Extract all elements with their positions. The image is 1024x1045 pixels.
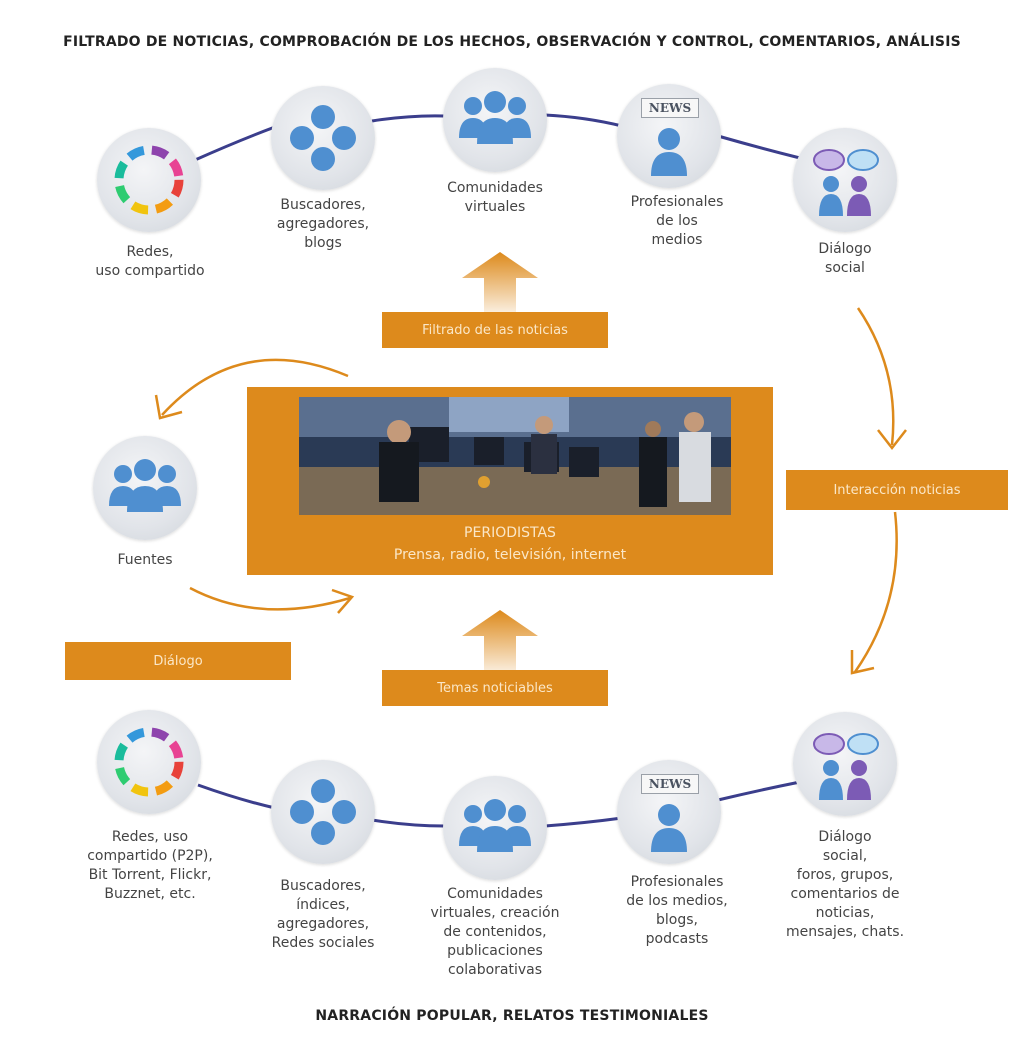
arrow-curve-right-bottom	[853, 511, 898, 673]
bottom-connector-line	[197, 780, 801, 828]
comunidades-label-bottom: Comunidades virtuales, creación de conte…	[430, 886, 560, 978]
top-connector-line	[194, 113, 801, 162]
comunidades-icon-bottom	[443, 776, 547, 880]
arrow-head-left-bottom	[331, 588, 355, 614]
temas-box: Temas noticiables	[382, 670, 608, 706]
arrow-head-left-top	[154, 394, 183, 420]
buscadores-icon-bottom	[271, 760, 375, 864]
up-arrow-top	[462, 252, 538, 312]
buscadores-label-top: Buscadores, agregadores, blogs	[276, 197, 370, 251]
profesionales-label-top: Profesionales de los medios	[630, 194, 724, 248]
dialogo-label-top: Diálogo social	[818, 241, 872, 276]
arrow-curve-left-top	[161, 358, 349, 416]
dialogo-box: Diálogo	[65, 642, 291, 680]
news-icon-top: NEWS	[617, 84, 721, 188]
profesionales-label-bottom: Profesionales de los medios, blogs, podc…	[626, 874, 728, 947]
dialogo-icon-top	[793, 128, 897, 232]
comunidades-icon-top	[443, 68, 547, 172]
arrow-head-right-top	[877, 429, 907, 451]
redes-label-top: Redes, uso compartido	[95, 244, 205, 279]
up-arrow-bottom	[462, 610, 538, 672]
periodistas-box: PERIODISTAS Prensa, radio, televisión, i…	[247, 387, 773, 575]
bottom-heading: NARRACIÓN POPULAR, RELATOS TESTIMONIALES	[315, 1008, 709, 1024]
news-icon-bottom: NEWS	[617, 760, 721, 864]
dialogo-label-bottom: Diálogo social, foros, grupos, comentari…	[785, 829, 905, 940]
redes-icon-top	[97, 128, 201, 232]
dialogo-icon-bottom	[793, 712, 897, 816]
arrow-head-right-bottom	[850, 650, 875, 675]
buscadores-label-bottom: Buscadores, índices, agregadores, Redes …	[271, 878, 375, 951]
fuentes-label: Fuentes	[117, 552, 173, 568]
periodistas-subtitle: Prensa, radio, televisión, internet	[393, 547, 627, 563]
redes-icon-bottom	[97, 710, 201, 814]
buscadores-icon-top	[271, 86, 375, 190]
comunidades-label-top: Comunidades virtuales	[447, 180, 543, 215]
filtrado-box: Filtrado de las noticias	[382, 312, 608, 348]
news-tag-top: NEWS	[641, 98, 699, 118]
interaccion-box: Interacción noticias	[786, 470, 1008, 510]
redes-label-bottom: Redes, uso compartido (P2P), Bit Torrent…	[87, 829, 213, 902]
fuentes-icon	[93, 436, 197, 540]
arrow-curve-left-bottom	[189, 586, 351, 611]
news-tag-bottom: NEWS	[641, 774, 699, 794]
periodistas-title: PERIODISTAS	[464, 525, 556, 541]
newsroom-photo	[299, 397, 731, 515]
top-heading: FILTRADO DE NOTICIAS, COMPROBACIÓN DE LO…	[63, 34, 961, 50]
arrow-curve-right-top	[856, 307, 895, 446]
